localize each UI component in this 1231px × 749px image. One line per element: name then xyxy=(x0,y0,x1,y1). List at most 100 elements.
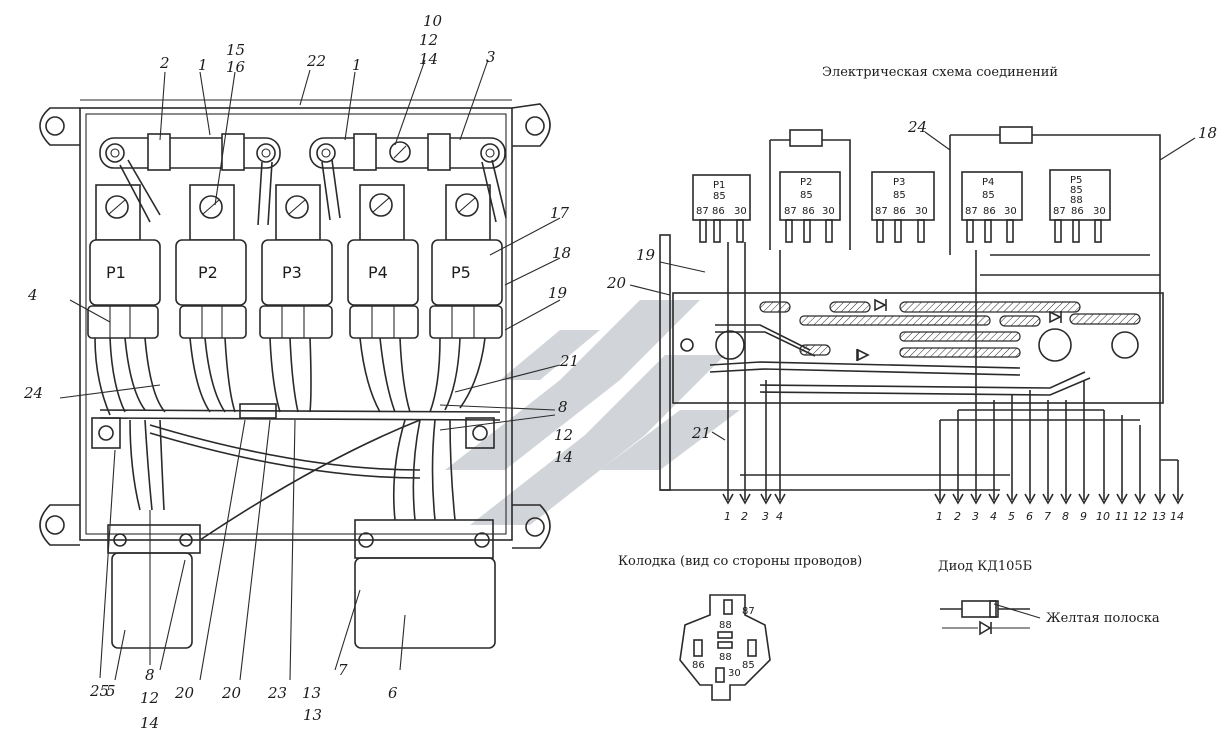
diode-title: Диод КД105Б xyxy=(938,559,1032,574)
sch-relay-5: P5 xyxy=(1070,175,1082,186)
callout-8b: 8 xyxy=(145,666,155,684)
callout-11: 13 xyxy=(302,684,321,702)
callout-14b: 14 xyxy=(554,448,573,466)
sch-callout-20: 20 xyxy=(606,274,627,292)
callout-14a: 14 xyxy=(419,50,438,68)
sch-relay-3: P3 xyxy=(893,177,905,188)
svg-text:85: 85 xyxy=(893,190,906,201)
sch-relay-2: P2 xyxy=(800,177,812,188)
svg-text:88: 88 xyxy=(1070,195,1083,206)
svg-text:86: 86 xyxy=(983,206,996,217)
schema-title: Электрическая схема соединений xyxy=(822,65,1058,80)
pcb-traces xyxy=(709,301,1141,396)
sch-callout-21: 21 xyxy=(691,424,711,442)
output-wires xyxy=(660,242,1179,500)
svg-text:3: 3 xyxy=(972,510,979,523)
right-callouts: 19 20 24 18 21 xyxy=(606,118,1217,442)
callout-20: 20 xyxy=(221,684,242,702)
svg-text:30: 30 xyxy=(734,206,747,217)
callout-4: 4 xyxy=(27,286,38,304)
relay-label-left-2: P2 xyxy=(198,263,218,282)
callout-9: 10 xyxy=(423,12,443,30)
callout-12c: 12 xyxy=(140,689,159,707)
svg-text:85: 85 xyxy=(742,660,755,671)
callout-23: 23 xyxy=(267,684,287,702)
callout-1b: 1 xyxy=(352,56,362,74)
svg-text:7: 7 xyxy=(1044,510,1051,523)
svg-text:85: 85 xyxy=(800,190,813,201)
callout-18: 18 xyxy=(552,244,571,262)
left-relay-bodies xyxy=(89,239,503,306)
svg-text:30: 30 xyxy=(915,206,928,217)
svg-text:88: 88 xyxy=(719,620,732,631)
callout-16: 20 xyxy=(174,684,195,702)
callout-15: 16 xyxy=(226,58,246,76)
callout-6: 6 xyxy=(388,684,398,702)
sch-callout-18: 18 xyxy=(1198,124,1217,142)
svg-text:8: 8 xyxy=(1062,510,1069,523)
svg-text:4: 4 xyxy=(990,510,997,523)
svg-text:9: 9 xyxy=(1080,510,1087,523)
svg-text:5: 5 xyxy=(1008,510,1015,523)
sch-callout-19: 19 xyxy=(636,246,656,264)
svg-text:87: 87 xyxy=(696,206,709,217)
svg-text:13: 13 xyxy=(1152,510,1166,523)
svg-text:88: 88 xyxy=(719,652,732,663)
svg-text:2: 2 xyxy=(741,510,748,523)
left-leader-lines xyxy=(59,59,561,681)
callout-14c: 14 xyxy=(140,714,159,732)
schematic-relays xyxy=(692,169,1111,221)
callout-12a: 12 xyxy=(419,31,438,49)
svg-text:2: 2 xyxy=(954,510,961,523)
callout-19: 19 xyxy=(548,284,568,302)
left-callouts: 2 1 15 16 22 1 10 12 14 3 4 17 18 19 24 … xyxy=(23,12,579,732)
diode-drawing xyxy=(940,600,1041,636)
svg-text:12: 12 xyxy=(1133,510,1147,523)
svg-text:30: 30 xyxy=(728,668,741,679)
svg-text:30: 30 xyxy=(1004,206,1017,217)
svg-text:86: 86 xyxy=(893,206,906,217)
svg-text:87: 87 xyxy=(784,206,797,217)
svg-text:4: 4 xyxy=(776,510,783,523)
relay-label-left-5: P5 xyxy=(451,263,471,282)
svg-text:87: 87 xyxy=(1053,206,1066,217)
sch-relay-1: P1 xyxy=(713,180,725,191)
svg-text:3: 3 xyxy=(762,510,769,523)
relay-tabs xyxy=(95,184,491,241)
callout-5: 5 xyxy=(106,682,116,700)
callout-2: 2 xyxy=(159,54,170,72)
callout-1a: 1 xyxy=(198,56,208,74)
svg-text:85: 85 xyxy=(1070,185,1083,196)
svg-text:86: 86 xyxy=(802,206,815,217)
relay-label-left-4: P4 xyxy=(368,263,388,282)
callout-21: 21 xyxy=(559,352,579,370)
callout-17: 17 xyxy=(550,204,570,222)
svg-text:14: 14 xyxy=(1170,510,1184,523)
svg-text:1: 1 xyxy=(936,510,943,523)
svg-text:86: 86 xyxy=(712,206,725,217)
terminal-labels-b: 1 2 3 4 5 6 7 8 9 10 11 12 13 14 xyxy=(936,510,1184,523)
connector-pinout: 87 88 88 86 85 30 xyxy=(679,594,771,701)
svg-text:86: 86 xyxy=(692,660,705,671)
relay-block-drawing: P1 P2 P3 P4 P5 xyxy=(39,99,551,649)
callout-3: 3 xyxy=(486,48,496,66)
svg-text:86: 86 xyxy=(1071,206,1084,217)
callout-10: 15 xyxy=(226,41,245,59)
svg-text:30: 30 xyxy=(1093,206,1106,217)
svg-text:1: 1 xyxy=(724,510,731,523)
svg-text:87: 87 xyxy=(965,206,978,217)
svg-text:30: 30 xyxy=(822,206,835,217)
svg-text:10: 10 xyxy=(1096,510,1110,523)
svg-text:6: 6 xyxy=(1026,510,1033,523)
svg-text:87: 87 xyxy=(875,206,888,217)
callout-7: 7 xyxy=(338,661,348,679)
arrow-heads xyxy=(722,493,1184,505)
svg-text:11: 11 xyxy=(1115,510,1129,523)
callout-25: 25 xyxy=(89,682,109,700)
svg-text:85: 85 xyxy=(713,191,726,202)
callout-12b: 12 xyxy=(554,426,573,444)
terminal-labels-a: 1 2 3 4 xyxy=(724,510,783,523)
left-relay-sockets xyxy=(87,305,503,339)
